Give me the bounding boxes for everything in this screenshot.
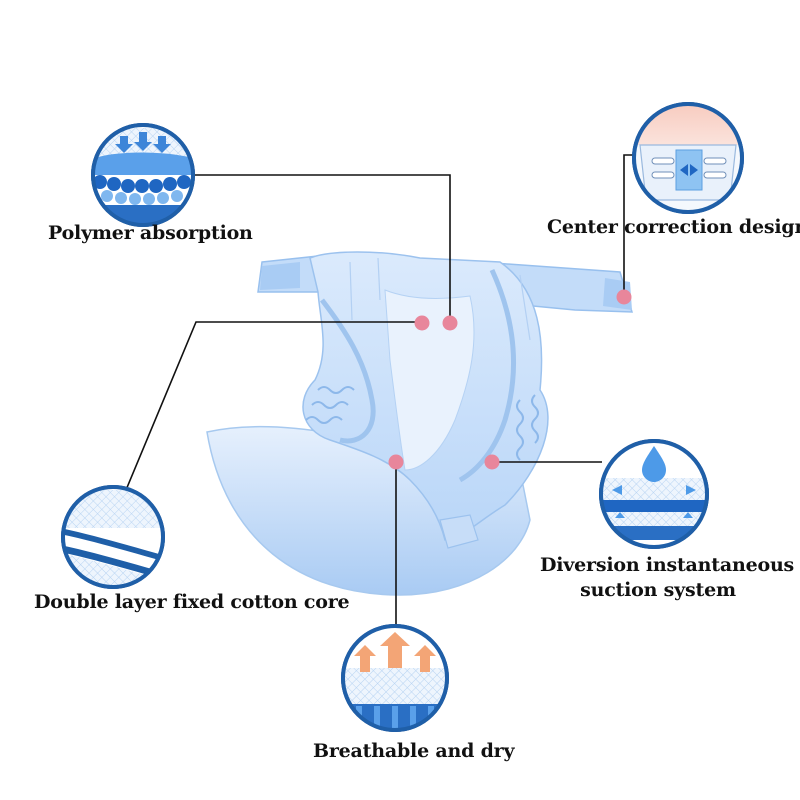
label-breathable-and-dry: Breathable and dry xyxy=(313,740,515,762)
marker-dots xyxy=(388,289,632,470)
marker-dot-diversion xyxy=(484,454,500,470)
label-diversion-line-1: Diversion instantaneous xyxy=(540,554,795,576)
leader-line-polymer xyxy=(192,174,451,322)
diaper-center-design-icon xyxy=(632,102,744,214)
label-diversion-line-2: suction system xyxy=(580,579,736,601)
label-polymer-absorption: Polymer absorption xyxy=(48,222,253,244)
marker-dot-polymer xyxy=(442,315,458,331)
diaper-illustration xyxy=(206,251,634,596)
breathable-arrows-icon xyxy=(341,624,449,732)
leader-line-double xyxy=(125,321,420,491)
label-center-correction-design: Center correction design xyxy=(547,216,800,238)
marker-dot-breathable xyxy=(388,454,404,470)
water-drop-diversion-icon xyxy=(599,439,709,549)
label-double-layer-core: Double layer fixed cotton core xyxy=(34,591,350,613)
absorbent-polymer-layer-icon xyxy=(91,123,195,227)
marker-dot-double xyxy=(414,315,430,331)
double-layer-core-icon xyxy=(61,485,165,589)
marker-dot-center xyxy=(616,289,632,305)
label-diversion-suction-system: Diversion instantaneous suction system xyxy=(540,553,795,603)
